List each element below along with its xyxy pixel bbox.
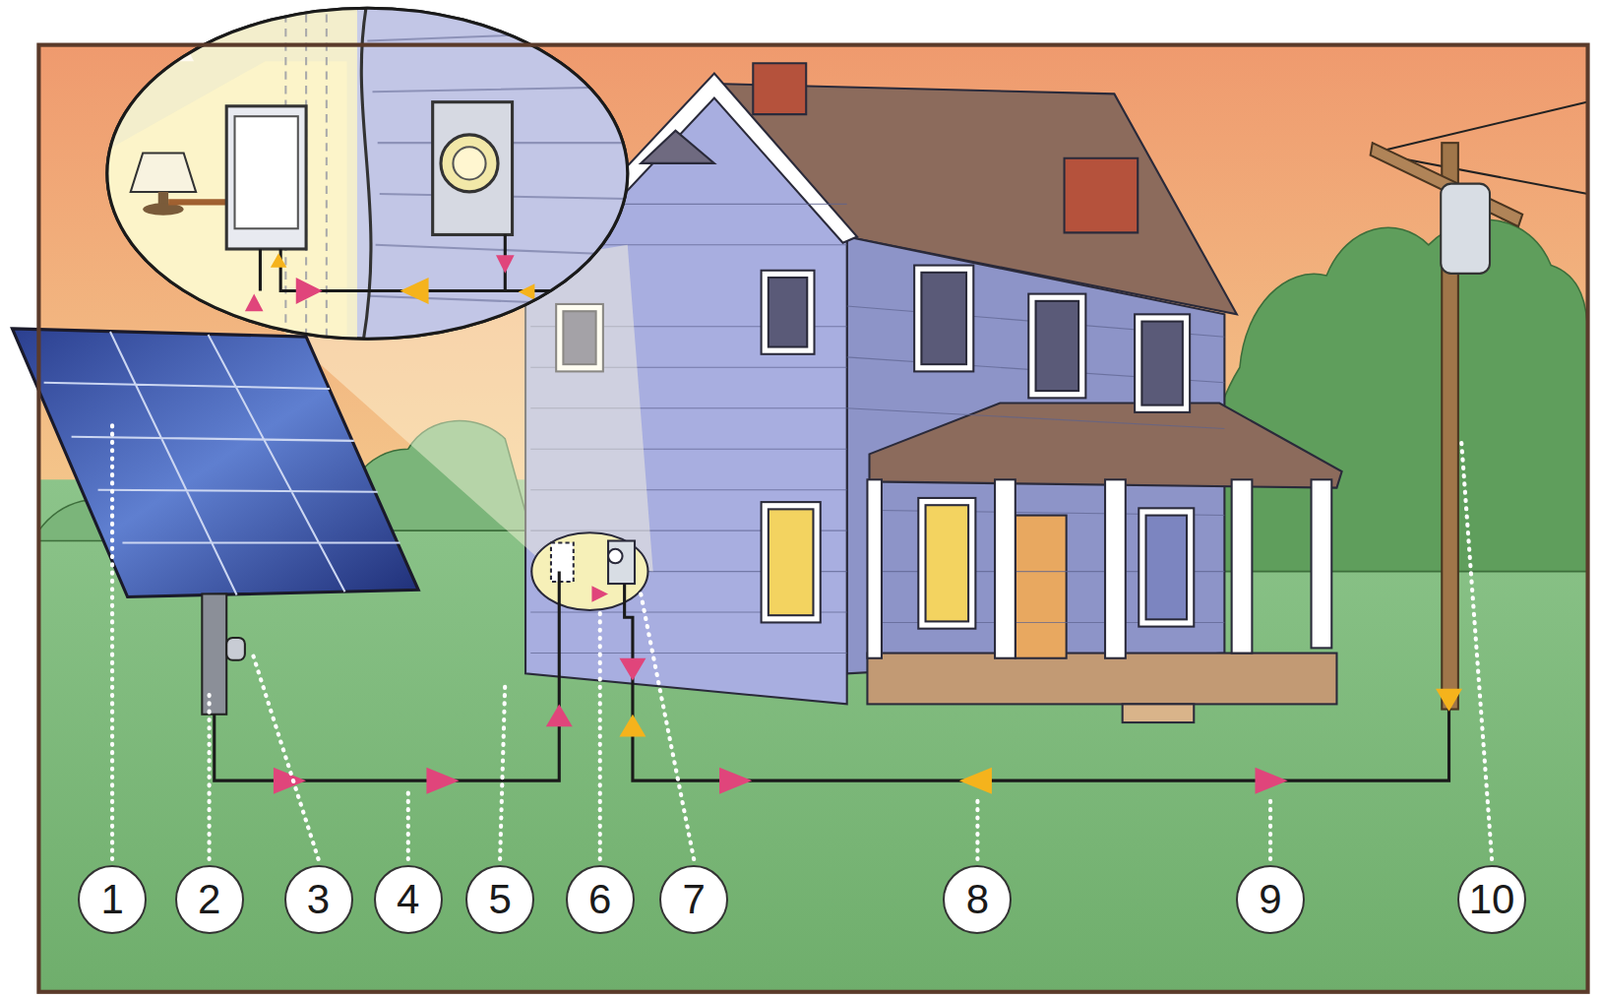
callout-circle: 6 bbox=[565, 864, 635, 934]
solar-panel bbox=[11, 328, 419, 715]
callout-number: 5 bbox=[488, 878, 511, 921]
callout-circle: 3 bbox=[284, 864, 354, 934]
callout-number: 8 bbox=[966, 878, 989, 921]
callout-circle: 10 bbox=[1457, 864, 1527, 934]
utility-pole bbox=[1370, 102, 1589, 710]
callout-circle: 2 bbox=[175, 864, 245, 934]
callout-circle: 9 bbox=[1235, 864, 1305, 934]
callout-circle: 8 bbox=[942, 864, 1012, 934]
leader-lines bbox=[112, 418, 1492, 860]
callout-number: 2 bbox=[197, 878, 221, 921]
callout-number: 7 bbox=[681, 878, 705, 921]
callout-circle: 1 bbox=[77, 864, 147, 934]
callout-number: 10 bbox=[1469, 878, 1516, 921]
callout-number: 4 bbox=[396, 878, 420, 921]
callout-number: 3 bbox=[307, 878, 330, 921]
house bbox=[515, 62, 1343, 723]
wires bbox=[214, 571, 1450, 782]
porch-columns bbox=[866, 479, 1332, 658]
equipment-highlight bbox=[531, 532, 648, 611]
callout-circle: 5 bbox=[465, 864, 535, 934]
callout-circle: 4 bbox=[373, 864, 443, 934]
callout-number: 6 bbox=[588, 878, 612, 921]
callout-circle: 7 bbox=[659, 864, 729, 934]
power-arrows bbox=[273, 585, 1463, 795]
callout-number: 1 bbox=[100, 878, 124, 921]
callout-number: 9 bbox=[1258, 878, 1282, 921]
inset-detail bbox=[102, 0, 633, 348]
frame bbox=[38, 45, 1588, 992]
